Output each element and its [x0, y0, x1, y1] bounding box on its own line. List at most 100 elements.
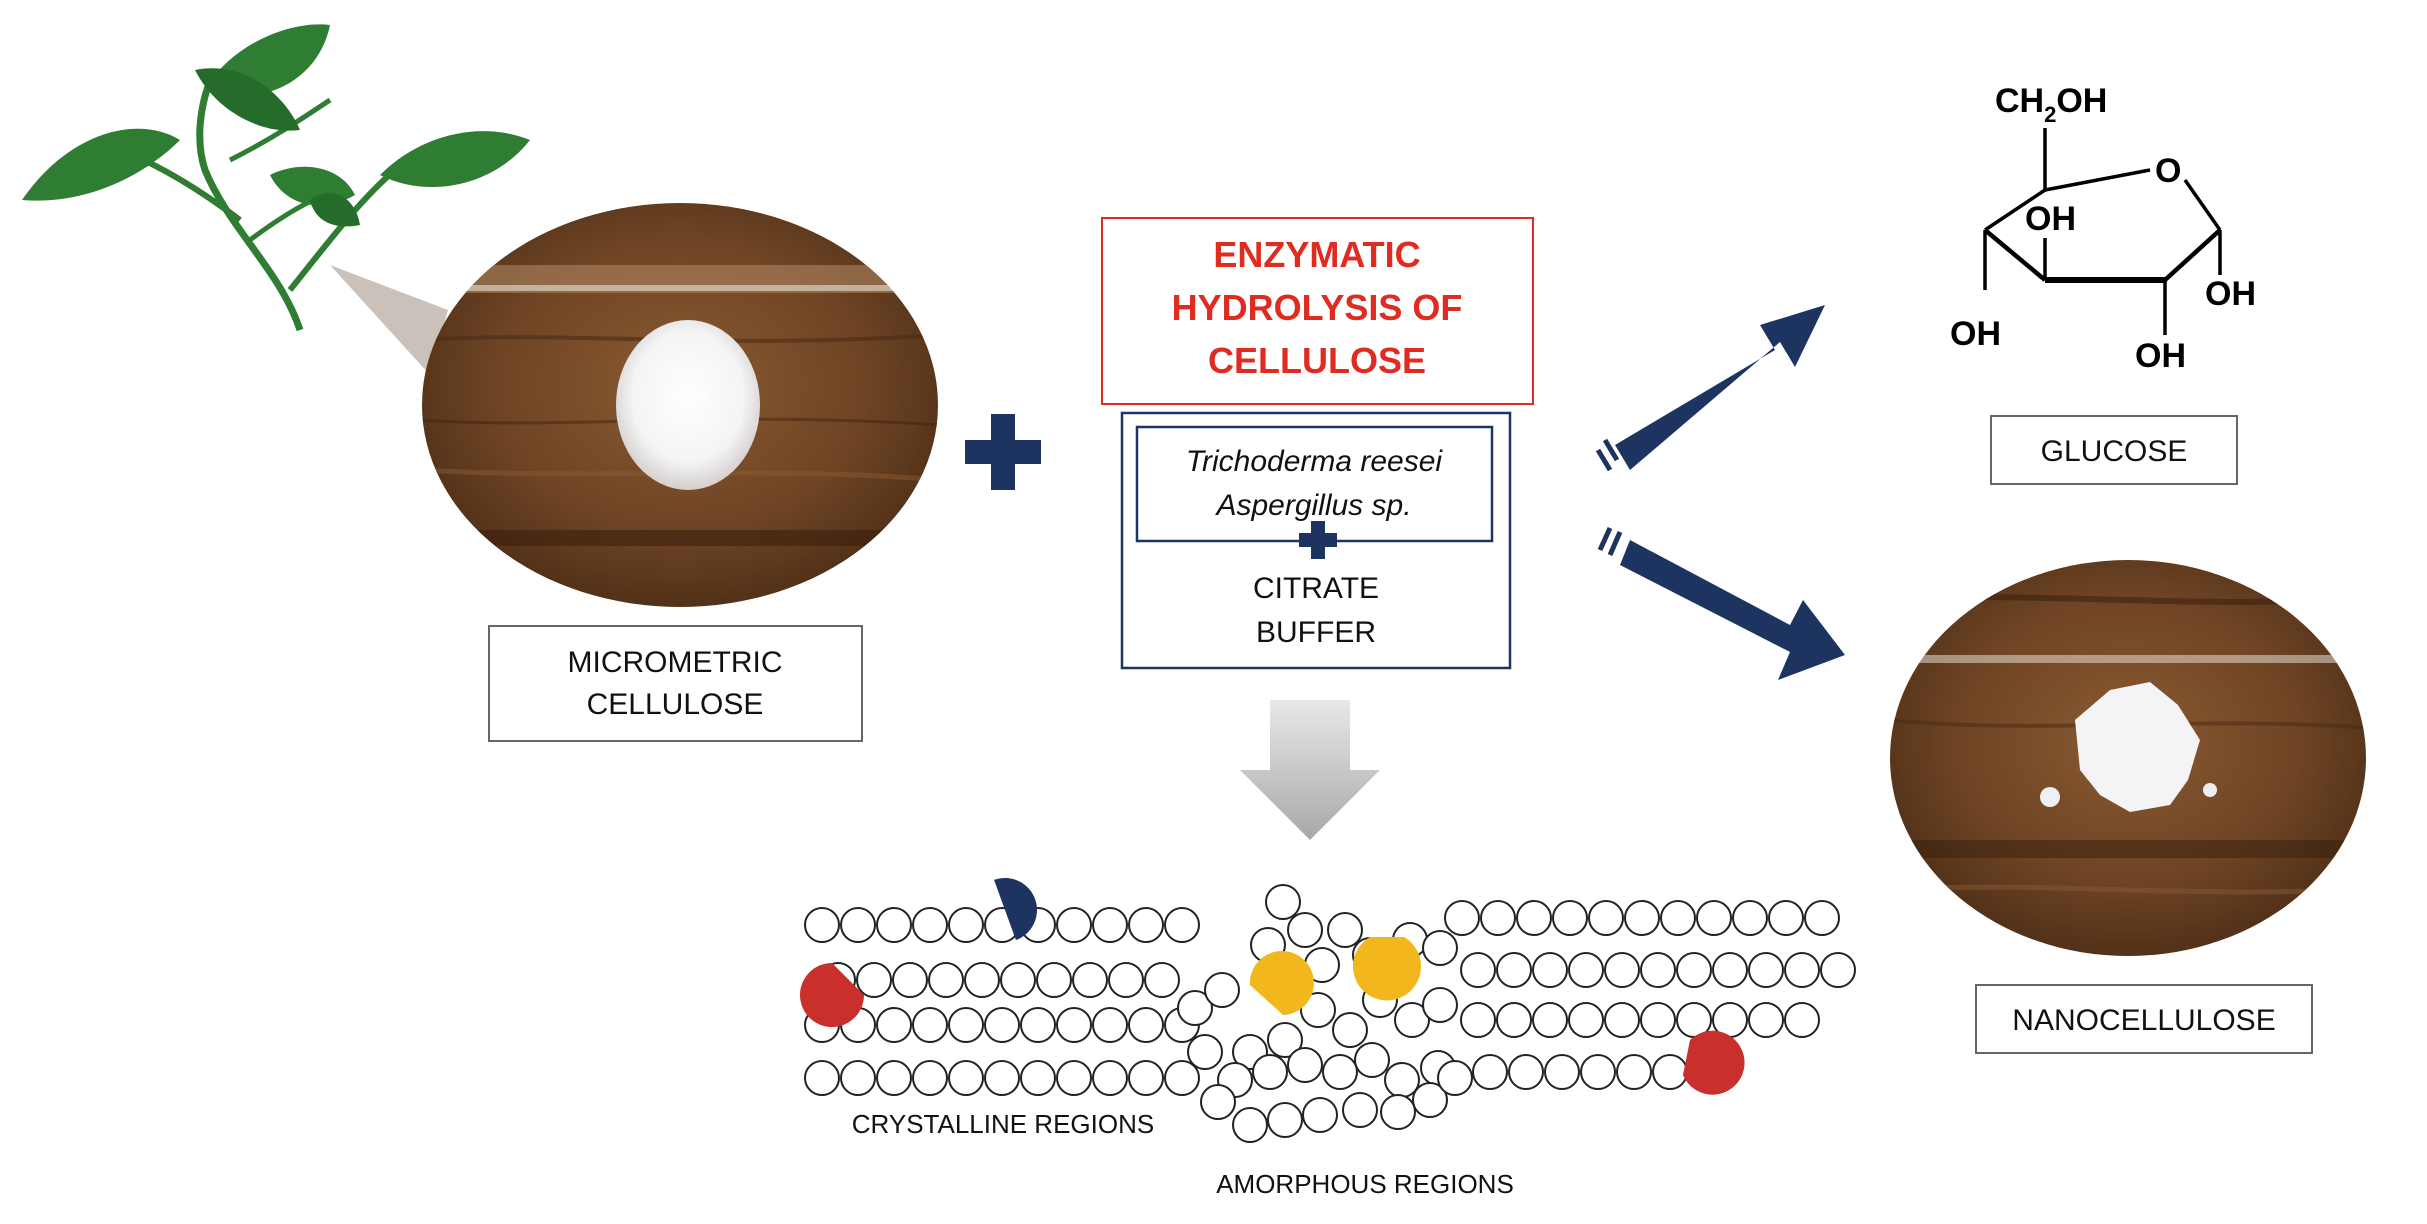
glucose-unit [1768, 900, 1804, 936]
glucose-unit [1604, 952, 1640, 988]
callout-cone [330, 265, 448, 375]
glucose-unit [1532, 1002, 1568, 1038]
glucose-unit [1412, 1082, 1448, 1118]
glucose-unit [1380, 1094, 1416, 1130]
glucose-unit [876, 1007, 912, 1043]
glucose-unit [1568, 1002, 1604, 1038]
nanocellulose-label-box: NANOCELLULOSE [1975, 984, 2313, 1054]
oh-top: OH [2025, 200, 2076, 238]
glucose-unit [1480, 900, 1516, 936]
glucose-unit [1267, 1102, 1303, 1138]
glucose-unit [1020, 1007, 1056, 1043]
glucose-unit [1640, 952, 1676, 988]
glucose-unit [1552, 900, 1588, 936]
glucose-unit [1460, 1002, 1496, 1038]
reagents-box: Trichoderma reesei Aspergillus sp. CITRA… [1120, 411, 1512, 670]
glucose-unit [1092, 1007, 1128, 1043]
glucose-unit [1287, 1047, 1323, 1083]
glucose-unit [1265, 884, 1301, 920]
glucose-unit [1128, 1007, 1164, 1043]
glucose-unit [1437, 1060, 1473, 1096]
glucose-unit [1020, 1060, 1056, 1096]
glucose-unit [892, 962, 928, 998]
glucose-unit [1164, 1060, 1200, 1096]
glucose-unit [984, 1060, 1020, 1096]
micrometric-cellulose-photo [422, 203, 938, 607]
glucose-unit [1748, 952, 1784, 988]
glucose-unit [1820, 952, 1856, 988]
glucose-label-box: GLUCOSE [1990, 415, 2238, 485]
glucose-unit [876, 1060, 912, 1096]
glucose-unit [1544, 1054, 1580, 1090]
glucose-unit [948, 1007, 984, 1043]
amorphous-regions-label: AMORPHOUS REGIONS [1216, 1169, 1514, 1199]
nanocellulose-label: NANOCELLULOSE [2012, 1004, 2275, 1037]
arrow-down-right-icon [1597, 526, 1845, 680]
svg-text:CH2OH: CH2OH [1995, 82, 2107, 127]
glucose-unit [1508, 1054, 1544, 1090]
glucose-unit [1128, 907, 1164, 943]
process-title-line2: HYDROLYSIS OF [1172, 287, 1463, 328]
glucose-unit [948, 1060, 984, 1096]
process-title-line3: CELLULOSE [1208, 340, 1426, 381]
glucose-unit [1092, 907, 1128, 943]
plus-icon [965, 414, 1041, 490]
glucose-unit [1516, 900, 1552, 936]
buffer-line1: CITRATE [1253, 572, 1379, 605]
oh-right: OH [2205, 275, 2256, 313]
enzyme-icon-red-right [1683, 1030, 1745, 1095]
glucose-unit [1422, 987, 1458, 1023]
glucose-unit [1804, 900, 1840, 936]
glucose-unit [1496, 1002, 1532, 1038]
glucose-unit [1327, 912, 1363, 948]
enzyme-icon-yellow-mid [1249, 951, 1314, 1015]
arrow-down-icon [1240, 700, 1380, 840]
glucose-unit [1712, 952, 1748, 988]
cellulose-chain-structure [804, 884, 1856, 1143]
glucose-unit [1128, 1060, 1164, 1096]
glucose-unit [912, 1007, 948, 1043]
glucose-unit [856, 962, 892, 998]
glucose-unit [1676, 952, 1712, 988]
glucose-unit [928, 962, 964, 998]
glucose-unit [1056, 1060, 1092, 1096]
glucose-unit [1748, 1002, 1784, 1038]
glucose-unit [1300, 992, 1336, 1028]
glucose-unit [1422, 930, 1458, 966]
glucose-unit [804, 1060, 840, 1096]
glucose-unit [1000, 962, 1036, 998]
buffer-line2: BUFFER [1256, 616, 1376, 649]
glucose-unit [1696, 900, 1732, 936]
glucose-unit [1302, 1097, 1338, 1133]
enzyme-icon-yellow-top [1353, 937, 1421, 1001]
glucose-unit [1322, 1054, 1358, 1090]
glucose-unit [1092, 1060, 1128, 1096]
glucose-unit [1604, 1002, 1640, 1038]
glucose-unit [1784, 1002, 1820, 1038]
glucose-unit [1187, 1034, 1223, 1070]
glucose-unit [1144, 962, 1180, 998]
glucose-unit [1384, 1062, 1420, 1098]
glucose-unit [1204, 972, 1240, 1008]
micrometric-label-line1: MICROMETRIC [568, 646, 783, 679]
glucose-unit [1580, 1054, 1616, 1090]
glucose-unit [1496, 952, 1532, 988]
glucose-unit [1108, 962, 1144, 998]
glucose-unit [1394, 1002, 1430, 1038]
glucose-unit [948, 907, 984, 943]
process-title-box: ENZYMATIC HYDROLYSIS OF CELLULOSE [1101, 217, 1534, 405]
glucose-unit [1036, 962, 1072, 998]
glucose-unit [1287, 912, 1323, 948]
glucose-unit [804, 907, 840, 943]
crystalline-regions-label: CRYSTALLINE REGIONS [852, 1109, 1154, 1139]
glucose-unit [1660, 900, 1696, 936]
glucose-unit [1252, 1054, 1288, 1090]
glucose-unit [1267, 1022, 1303, 1058]
enzyme-name-2: Aspergillus sp. [1214, 489, 1411, 522]
glucose-unit [1354, 1042, 1390, 1078]
glucose-unit [840, 1060, 876, 1096]
glucose-unit [876, 907, 912, 943]
glucose-unit [1732, 900, 1768, 936]
glucose-unit [1232, 1107, 1268, 1143]
oh-bottom: OH [2135, 337, 2186, 375]
